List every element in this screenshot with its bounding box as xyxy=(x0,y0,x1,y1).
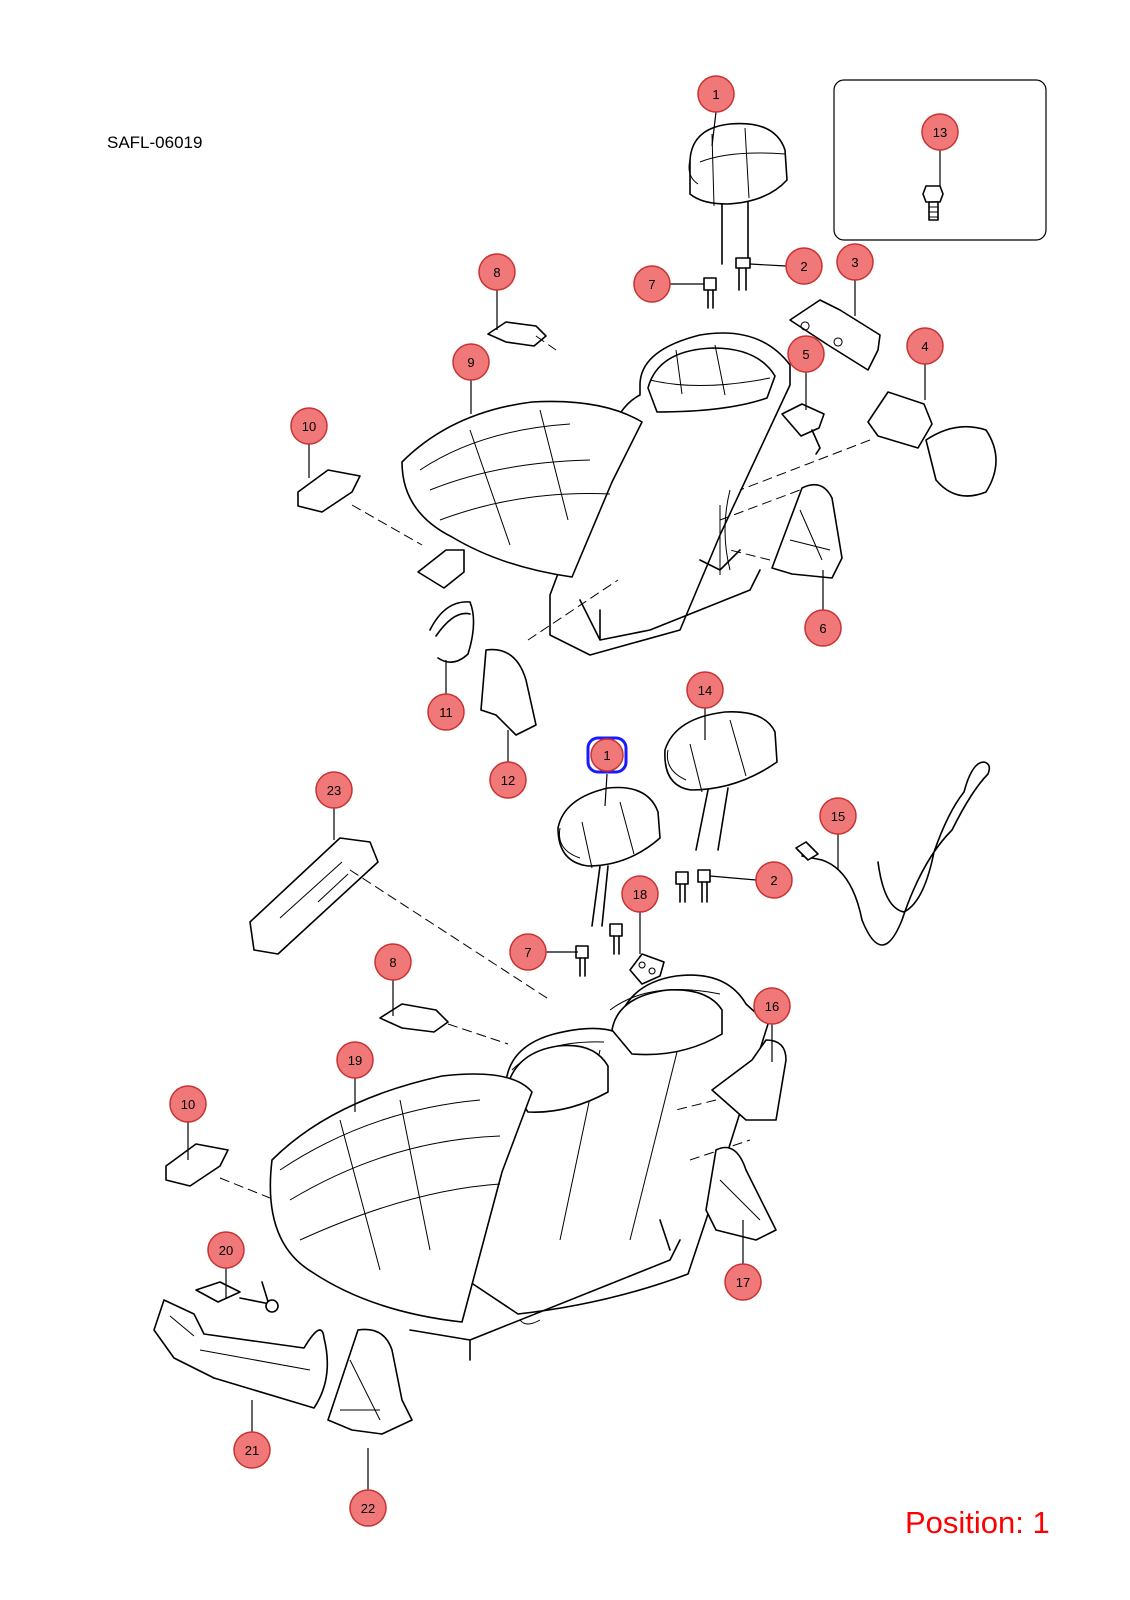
svg-text:19: 19 xyxy=(348,1053,362,1068)
callout-11[interactable]: 11 xyxy=(427,693,465,731)
svg-text:22: 22 xyxy=(361,1501,375,1516)
callout-10-lower[interactable]: 10 xyxy=(169,1085,207,1123)
callout-12[interactable]: 12 xyxy=(489,761,527,799)
callout-20[interactable]: 20 xyxy=(207,1231,245,1269)
callout-22[interactable]: 22 xyxy=(349,1489,387,1527)
inset-box xyxy=(833,79,1047,241)
callout-1-selected[interactable]: 1 xyxy=(586,736,628,774)
svg-text:14: 14 xyxy=(698,683,712,698)
callout-7-lower[interactable]: 7 xyxy=(509,933,547,971)
callout-6[interactable]: 6 xyxy=(804,609,842,647)
upper-seat-assembly xyxy=(297,122,997,736)
callout-7[interactable]: 7 xyxy=(633,265,671,303)
callout-8[interactable]: 8 xyxy=(478,253,516,291)
svg-text:12: 12 xyxy=(501,773,515,788)
callout-4[interactable]: 4 xyxy=(906,327,944,365)
callout-5[interactable]: 5 xyxy=(787,335,825,373)
svg-text:3: 3 xyxy=(851,255,858,270)
svg-text:8: 8 xyxy=(389,955,396,970)
callout-21[interactable]: 21 xyxy=(233,1431,271,1469)
svg-text:11: 11 xyxy=(439,705,453,720)
svg-text:16: 16 xyxy=(765,999,779,1014)
callout-13[interactable]: 13 xyxy=(921,113,959,151)
callout-17[interactable]: 17 xyxy=(724,1263,762,1301)
svg-text:15: 15 xyxy=(831,809,845,824)
callout-23[interactable]: 23 xyxy=(315,771,353,809)
callout-1[interactable]: 1 xyxy=(697,75,735,113)
svg-text:13: 13 xyxy=(933,125,947,140)
svg-text:8: 8 xyxy=(493,265,500,280)
svg-text:23: 23 xyxy=(327,783,341,798)
callout-15[interactable]: 15 xyxy=(819,797,857,835)
svg-text:1: 1 xyxy=(603,748,610,763)
svg-text:20: 20 xyxy=(219,1243,233,1258)
callout-3[interactable]: 3 xyxy=(836,243,874,281)
svg-text:1: 1 xyxy=(712,87,719,102)
callout-9[interactable]: 9 xyxy=(452,343,490,381)
svg-text:6: 6 xyxy=(819,621,826,636)
callout-19[interactable]: 19 xyxy=(336,1041,374,1079)
svg-text:4: 4 xyxy=(921,339,928,354)
svg-text:17: 17 xyxy=(736,1275,750,1290)
svg-text:7: 7 xyxy=(648,277,655,292)
callout-18[interactable]: 18 xyxy=(621,875,659,913)
bolt-13-drawing xyxy=(922,185,944,221)
svg-text:2: 2 xyxy=(800,259,807,274)
svg-text:21: 21 xyxy=(245,1443,259,1458)
svg-text:10: 10 xyxy=(181,1097,195,1112)
svg-text:7: 7 xyxy=(524,945,531,960)
callout-14[interactable]: 14 xyxy=(686,671,724,709)
svg-text:18: 18 xyxy=(633,887,647,902)
callout-16[interactable]: 16 xyxy=(753,987,791,1025)
lower-seat-assembly xyxy=(153,711,991,1435)
svg-text:10: 10 xyxy=(302,419,316,434)
callout-2-lower[interactable]: 2 xyxy=(755,861,793,899)
position-label: Position: 1 xyxy=(905,1505,1050,1540)
leader-lines xyxy=(187,111,941,1490)
svg-text:5: 5 xyxy=(802,347,809,362)
svg-text:9: 9 xyxy=(467,355,474,370)
svg-text:2: 2 xyxy=(770,873,777,888)
callout-10[interactable]: 10 xyxy=(290,407,328,445)
callout-2[interactable]: 2 xyxy=(785,247,823,285)
callout-8-lower[interactable]: 8 xyxy=(374,943,412,981)
diagram-code: SAFL-06019 xyxy=(107,133,203,152)
